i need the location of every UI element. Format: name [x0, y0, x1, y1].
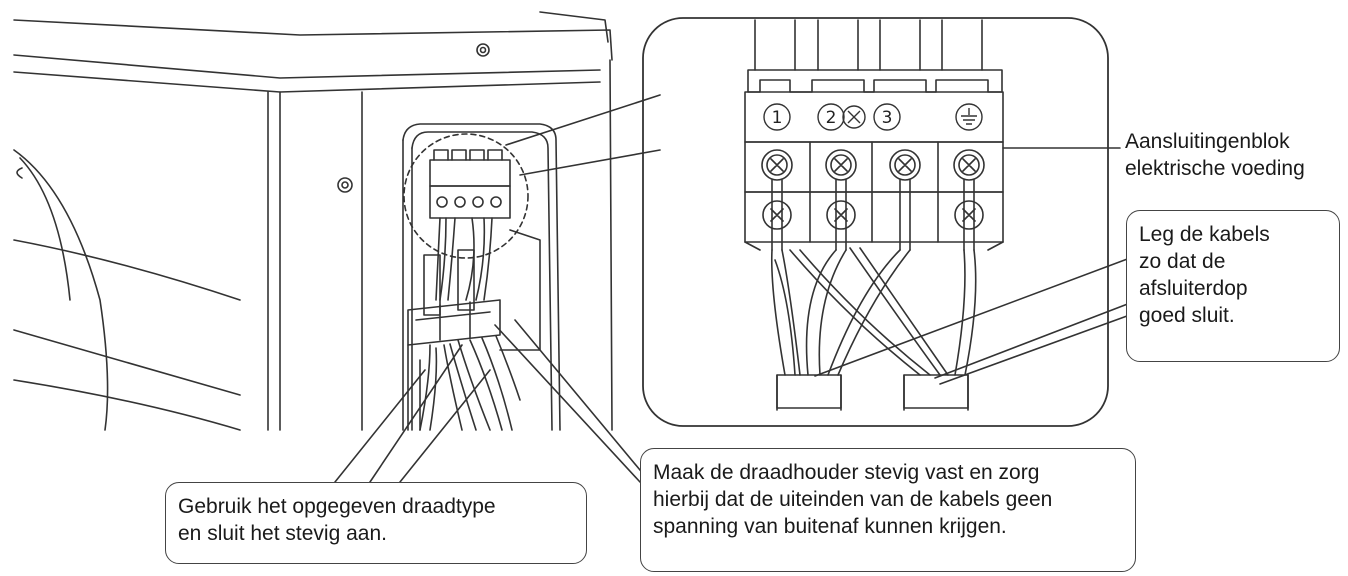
- label-terminal-block: Aansluitingenblok elektrische voeding: [1125, 128, 1305, 182]
- callout-cable-routing: Leg de kabels zo dat de afsluiterdop goe…: [1126, 210, 1340, 362]
- callout-wire-holder: Maak de draadhouder stevig vast en zorg …: [640, 448, 1136, 572]
- zoom-line-bottom: [519, 149, 661, 176]
- terminal-number-icon: [763, 103, 791, 131]
- ground-symbol-icon: [955, 103, 983, 131]
- callout-wire-holder-line2: hierbij dat de uiteinden van de kabels g…: [653, 488, 1053, 511]
- leader-cables-3: [939, 311, 1139, 385]
- callout-wire-holder-line3: spanning van buitenaf kunnen krijgen.: [653, 515, 1007, 538]
- leader-cables-1: [814, 254, 1139, 377]
- leader-holder: [494, 319, 651, 483]
- terminal-opening: [402, 123, 561, 431]
- magnified-view: [642, 17, 1109, 427]
- terminal-label-3: 3: [882, 108, 893, 128]
- terminal-number-icon: [817, 103, 845, 131]
- callout-cable-routing-line4: goed sluit.: [1139, 304, 1235, 327]
- callout-wire-type-line2: en sluit het stevig aan.: [178, 522, 387, 545]
- outdoor-unit-housing: [13, 11, 613, 431]
- screw-icon: [842, 105, 866, 129]
- leader-cables-2: [934, 299, 1139, 379]
- callout-cable-routing-line1: Leg de kabels: [1139, 223, 1270, 246]
- zoom-line-top: [505, 94, 661, 146]
- callout-wire-holder-line1: Maak de draadhouder stevig vast en zorg: [653, 461, 1040, 484]
- callout-wire-type-line1: Gebruik het opgegeven draadtype: [178, 495, 496, 518]
- callout-wire-type: Gebruik het opgegeven draadtype en sluit…: [165, 482, 587, 564]
- terminal-numbers: [763, 103, 983, 131]
- leader-wire: [334, 344, 491, 483]
- callout-cable-routing-line3: afsluiterdop: [1139, 277, 1248, 300]
- callout-cable-routing-line2: zo dat de: [1139, 250, 1226, 273]
- terminal-label-2: 2: [826, 108, 837, 128]
- terminal-number-icon: [873, 103, 901, 131]
- label-terminal-block-line2: elektrische voeding: [1125, 157, 1305, 180]
- terminal-label-1: 1: [772, 108, 783, 128]
- label-terminal-block-line1: Aansluitingenblok: [1125, 130, 1290, 153]
